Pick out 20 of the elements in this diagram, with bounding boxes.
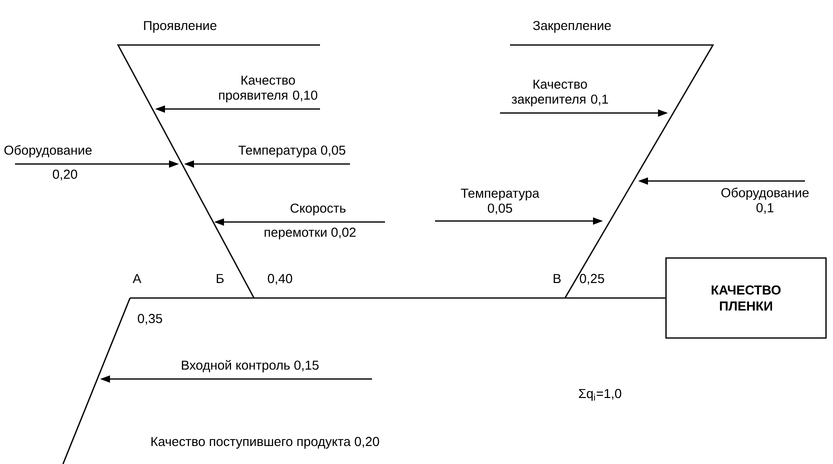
category-label: Закрепление (533, 20, 611, 33)
category-label: Проявление (144, 21, 216, 33)
weight-label: 0,40 (268, 274, 292, 285)
point-label: В (554, 274, 561, 283)
weight-label: 0,25 (580, 274, 604, 285)
cause-label: Качество закрепителя 0,1 (512, 80, 608, 106)
cause-label: Скорость перемотки 0,02 (264, 204, 356, 240)
spine-line (130, 297, 666, 299)
cause-label: Входной контроль 0,15 (182, 360, 319, 372)
cause-label: Температура 0,05 (460, 188, 540, 214)
cause-label: Температура 0,05 (238, 146, 346, 158)
point-label: А (132, 274, 142, 283)
point-label: Б (216, 274, 224, 283)
category-label: Качество поступившего продукта 0,20 (151, 436, 380, 449)
cause-label: Качество проявителя 0,10 (219, 76, 318, 102)
cause-label: Оборудование 0,1 (721, 188, 809, 214)
weight-label: 0,35 (138, 314, 162, 325)
cause-label: Оборудование 0,20 (4, 145, 92, 180)
sum-formula: Σq$_{i}$=1,0 (578, 388, 622, 401)
effect-box: КАЧЕСТВО ПЛЕНКИ (665, 257, 827, 339)
